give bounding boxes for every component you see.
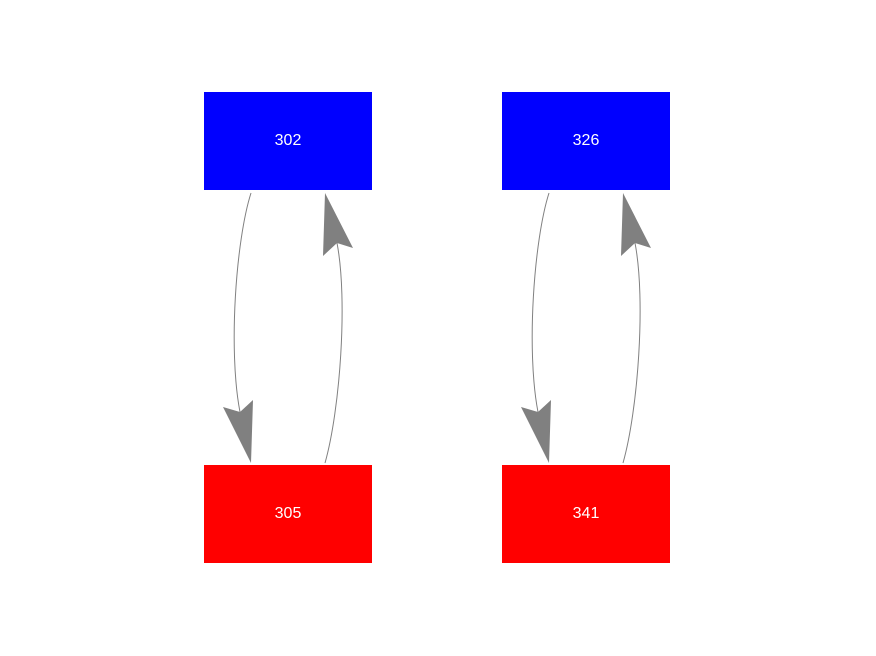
node-305: 305 bbox=[204, 465, 372, 563]
arrowhead-down-icon bbox=[521, 400, 551, 463]
node-label: 341 bbox=[572, 505, 600, 522]
edge-305-to-302 bbox=[324, 242, 343, 464]
edge-341-to-326 bbox=[622, 242, 641, 464]
node-label: 326 bbox=[572, 132, 600, 149]
edge-326-to-341 bbox=[531, 192, 550, 413]
node-label: 302 bbox=[274, 132, 302, 149]
edge-group-1 bbox=[223, 192, 353, 464]
node-label: 305 bbox=[274, 505, 302, 522]
node-341: 341 bbox=[502, 465, 670, 563]
edge-302-to-305 bbox=[233, 192, 252, 413]
arrowhead-down-icon bbox=[223, 400, 253, 463]
edge-group-2 bbox=[521, 192, 651, 464]
node-326: 326 bbox=[502, 92, 670, 190]
arrowhead-up-icon bbox=[323, 193, 353, 256]
node-302: 302 bbox=[204, 92, 372, 190]
arrowhead-up-icon bbox=[621, 193, 651, 256]
